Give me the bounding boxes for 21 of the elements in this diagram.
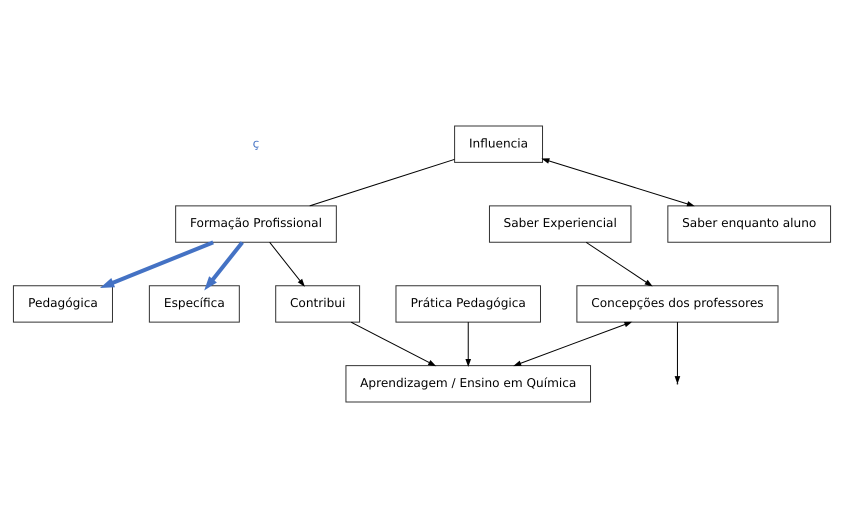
arrow xyxy=(204,240,244,290)
arrow xyxy=(513,321,632,366)
arrow xyxy=(350,321,436,366)
arrow xyxy=(465,322,472,367)
arrow xyxy=(674,322,680,384)
node-box: Formação Profissional xyxy=(175,204,337,242)
arrow xyxy=(269,242,305,286)
node-box: Prática Pedagógica xyxy=(395,284,541,322)
node-box: Concepções dos professores xyxy=(576,284,779,322)
node-box: Aprendizagem / Ensino em Química xyxy=(345,364,592,402)
label: ç xyxy=(252,136,260,150)
arrow xyxy=(541,158,696,206)
arrow xyxy=(586,241,653,286)
node-box: Pedagógica xyxy=(12,284,113,322)
node-box: Contribui xyxy=(275,284,360,322)
node-box: Saber enquanto aluno xyxy=(667,204,832,242)
arrow xyxy=(100,240,214,288)
node-box: Específica xyxy=(148,284,240,322)
connector xyxy=(310,158,454,206)
node-box: Influencia xyxy=(454,125,544,162)
node-box: Saber Experiencial xyxy=(488,204,632,242)
